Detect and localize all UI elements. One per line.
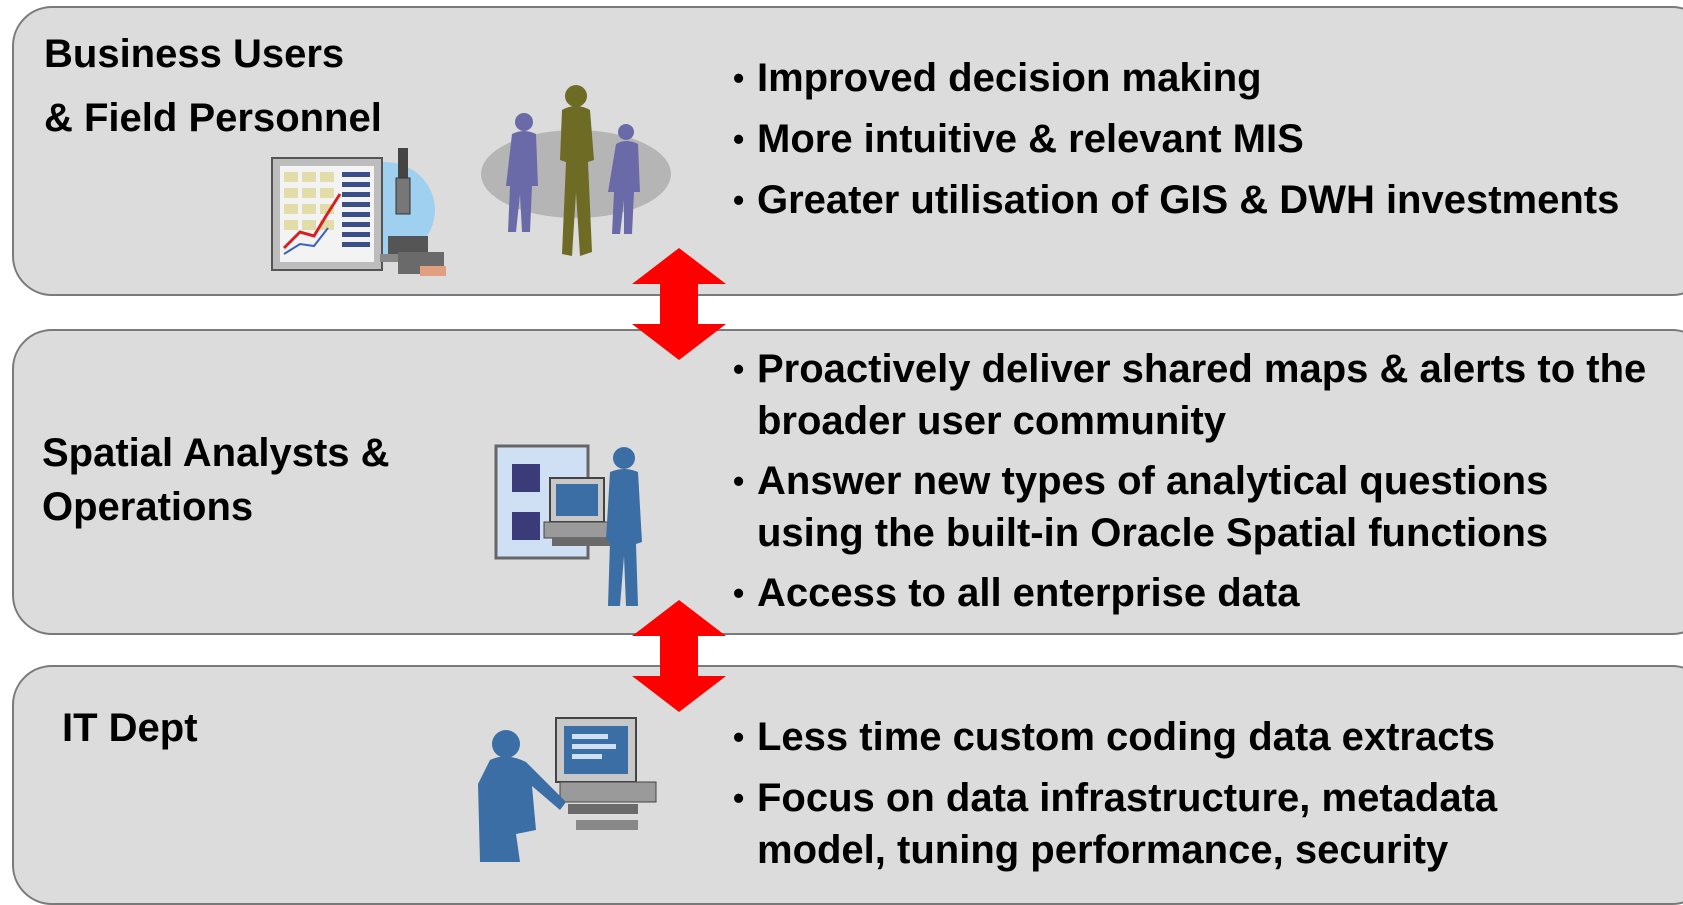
role-label-line: Spatial Analysts & xyxy=(42,431,390,475)
double-arrow-icon xyxy=(632,600,726,712)
bullet-item: Less time custom coding data extracts xyxy=(733,711,1597,763)
spatial-analyst-icon xyxy=(494,444,642,606)
role-label-business-users: Business Users & Field Personnel xyxy=(44,22,382,150)
bullet-item: Access to all enterprise data xyxy=(733,567,1657,619)
role-label-line: Operations xyxy=(42,485,254,529)
bullet-item: Answer new types of analytical questions… xyxy=(733,455,1657,559)
double-arrow-icon xyxy=(632,248,726,360)
bullets-business-users: Improved decision making More intuitive … xyxy=(733,48,1619,231)
it-developer-icon xyxy=(478,717,657,862)
bullet-item: More intuitive & relevant MIS xyxy=(733,109,1619,170)
role-label-line: & Field Personnel xyxy=(44,96,382,140)
bullet-item: Proactively deliver shared maps & alerts… xyxy=(733,343,1657,447)
bullets-spatial-analysts: Proactively deliver shared maps & alerts… xyxy=(733,343,1657,627)
role-label-line: IT Dept xyxy=(62,706,198,750)
role-label-spatial-analysts: Spatial Analysts & Operations xyxy=(42,426,390,534)
bullets-it-dept: Less time custom coding data extracts Fo… xyxy=(733,711,1597,885)
role-label-line: Business Users xyxy=(44,32,345,76)
role-label-it-dept: IT Dept xyxy=(62,696,198,760)
business-users-reports-icon xyxy=(271,148,446,276)
bullet-item: Greater utilisation of GIS & DWH investm… xyxy=(733,170,1619,231)
bullet-item: Improved decision making xyxy=(733,48,1619,109)
bullet-item: Focus on data infrastructure, metadata m… xyxy=(733,772,1597,876)
business-people-group-icon xyxy=(481,85,671,256)
